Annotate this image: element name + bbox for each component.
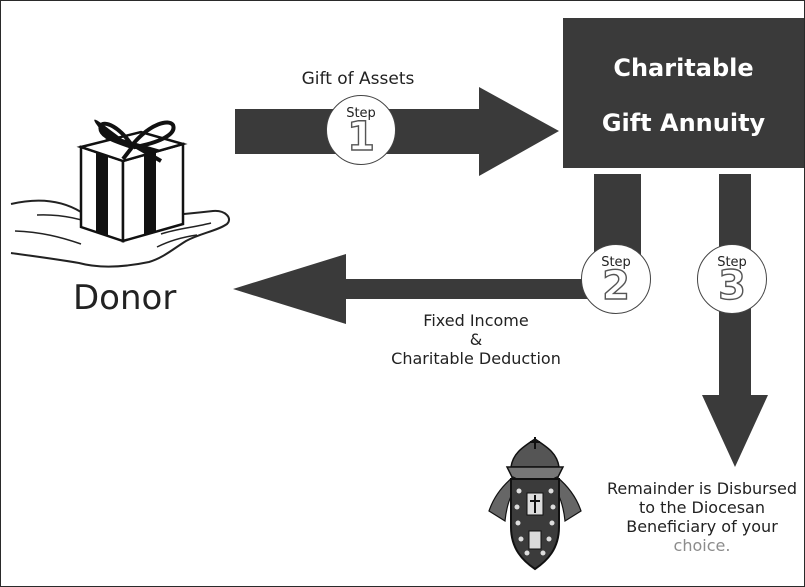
remainder-line3: Beneficiary of your xyxy=(626,517,778,536)
step2-caption: Fixed Income & Charitable Deduction xyxy=(371,311,581,368)
step1-arrow xyxy=(235,87,559,176)
step2-caption-line3: Charitable Deduction xyxy=(391,349,561,368)
step2-word: Step xyxy=(601,255,631,270)
step3-number: 3 xyxy=(717,262,746,309)
donor-label: Donor xyxy=(73,278,177,318)
step2-caption-line1: Fixed Income xyxy=(423,311,529,330)
coat-of-arms-icon xyxy=(488,437,582,571)
remainder-line2: to the Diocesan xyxy=(639,498,765,517)
step1-number: 1 xyxy=(346,113,375,160)
step1-word: Step xyxy=(346,106,376,121)
cga-title-line2: Gift Annuity xyxy=(601,109,766,137)
remainder-line4: choice. xyxy=(673,536,731,555)
step2-number: 2 xyxy=(601,262,630,309)
step2-arrow xyxy=(233,174,641,324)
step3-arrow xyxy=(702,174,768,467)
step1-caption: Gift of Assets xyxy=(301,69,415,89)
remainder-text: Remainder is Disbursed to the Diocesan B… xyxy=(597,479,804,555)
cga-title-line1: Charitable xyxy=(613,54,754,82)
remainder-line1: Remainder is Disbursed xyxy=(606,479,798,498)
step3-word: Step xyxy=(717,255,747,270)
hand-gift-icon xyxy=(10,119,231,268)
step2-caption-line2: & xyxy=(469,330,483,349)
step1-badge: Step 1 xyxy=(326,95,396,165)
step2-badge: Step 2 xyxy=(581,244,651,314)
step3-badge: Step 3 xyxy=(697,244,767,314)
charitable-gift-annuity-box xyxy=(563,18,804,168)
